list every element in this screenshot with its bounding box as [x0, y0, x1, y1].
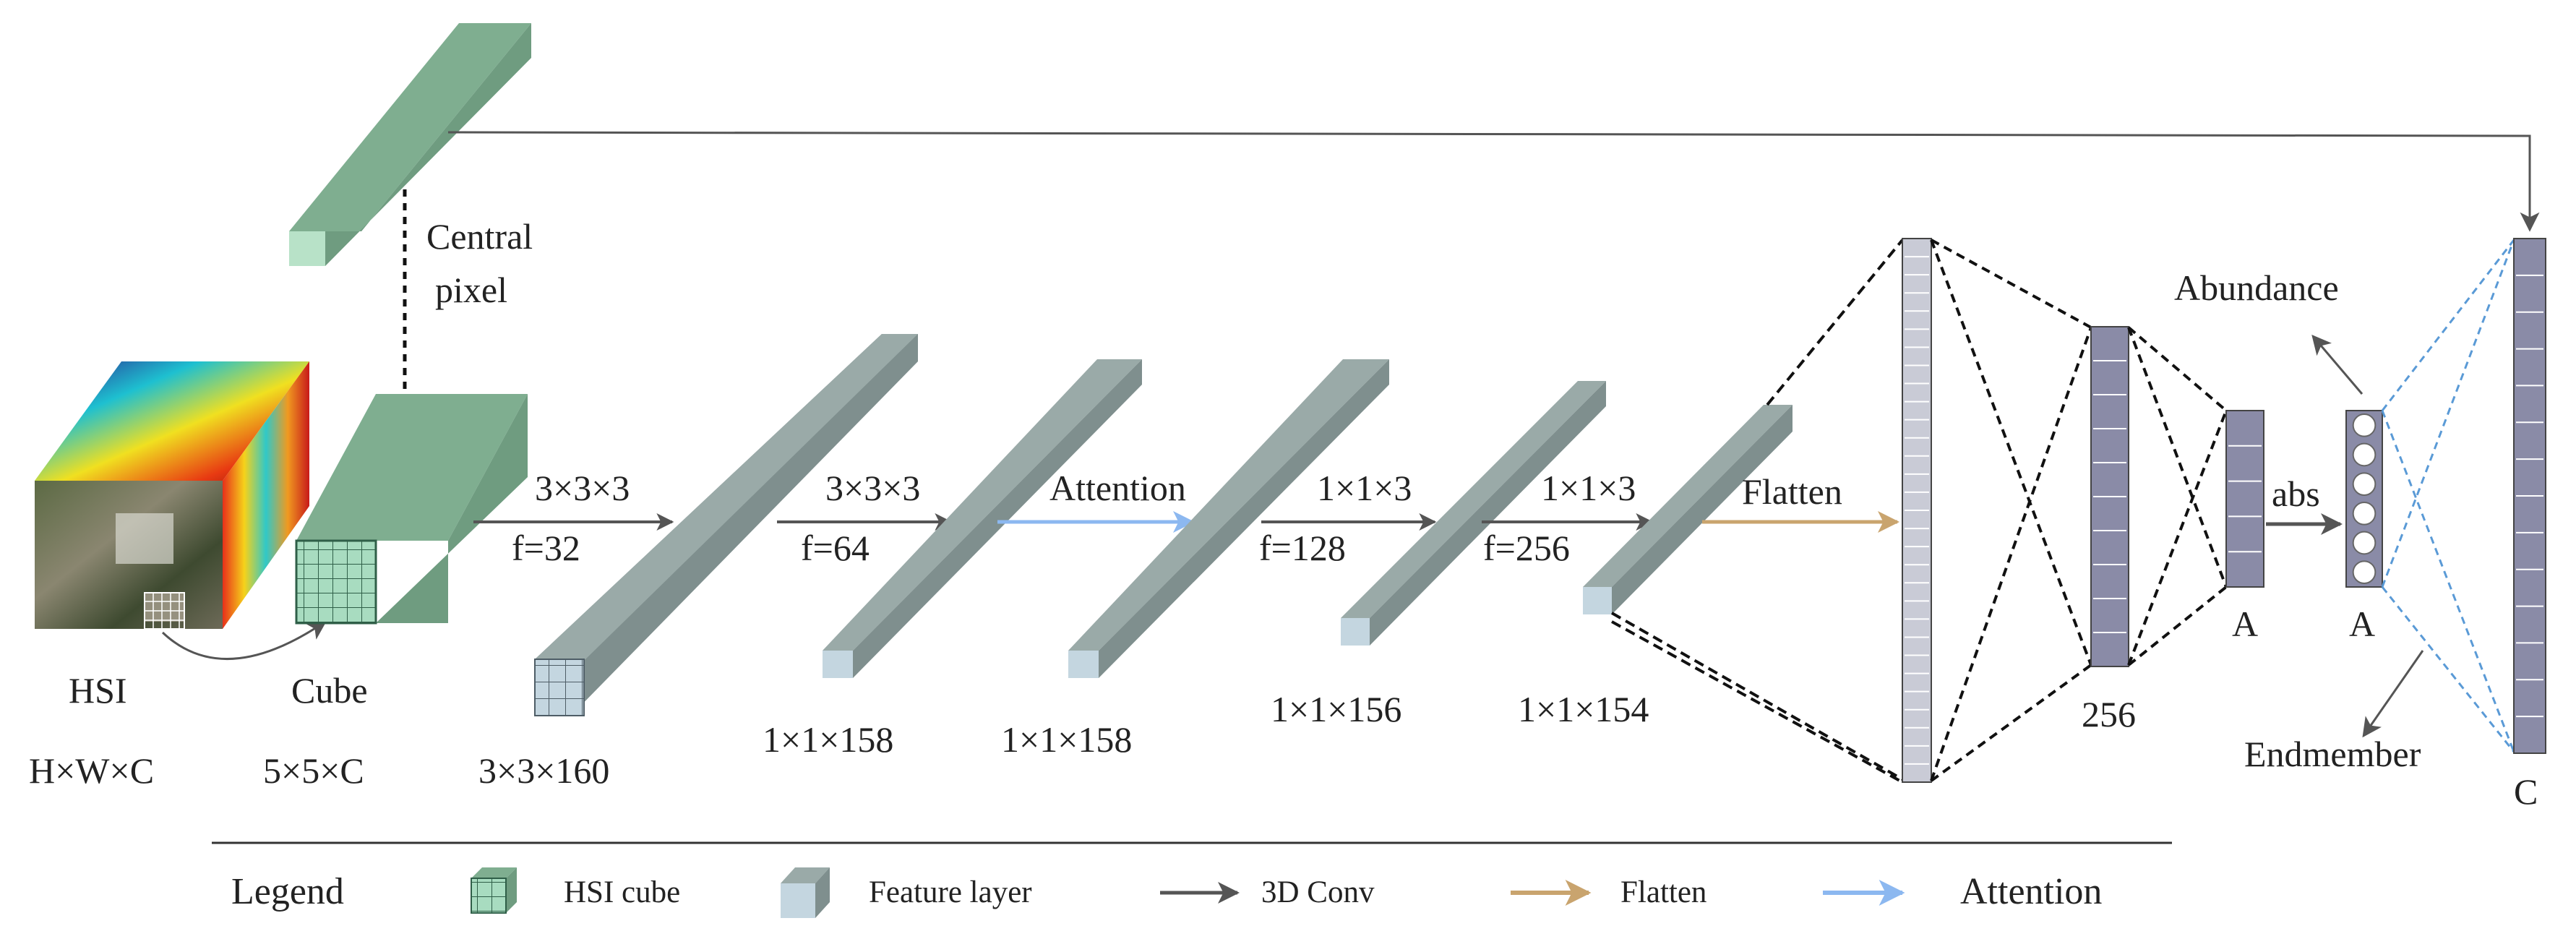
- legend-conv-label: 3D Conv: [1261, 875, 1375, 909]
- conv1-kernel: 3×3×3: [535, 468, 630, 508]
- c-label: C: [2514, 771, 2538, 812]
- conv3-kernel: 1×1×3: [1317, 468, 1412, 508]
- endmember-arrow: [2362, 650, 2424, 738]
- feature-layer-3: [1068, 359, 1389, 678]
- abundance-a-column: [2225, 410, 2264, 588]
- dense-256-label: 256: [2082, 694, 2136, 734]
- dense-256-column: [2090, 326, 2129, 667]
- cube-label: Cube: [291, 670, 368, 711]
- conv4-kernel: 1×1×3: [1541, 468, 1636, 508]
- feature-layer-2: [823, 359, 1142, 678]
- abs-label: abs: [2272, 473, 2320, 514]
- central-pixel-bar: [289, 23, 531, 266]
- pixel-circle-icon: [2352, 502, 2377, 526]
- feature-layer-1: [534, 334, 918, 716]
- a-column-frame: [2225, 410, 2264, 588]
- legend-feature-layer-label: Feature layer: [869, 875, 1032, 909]
- legend-feature-layer-icon: [781, 867, 830, 918]
- conv2-kernel: 3×3×3: [825, 468, 920, 508]
- conv2-filters: f=64: [801, 528, 870, 568]
- hsi-cube: [295, 394, 528, 625]
- hsi-to-cube-arrow: [161, 620, 327, 661]
- hsi-label: HSI: [69, 670, 127, 711]
- abs-a-pixel-column: [2345, 410, 2383, 588]
- central-pixel-connector-line: [447, 131, 2540, 232]
- feature5-to-flatten-dashed-lines: [1611, 239, 1904, 784]
- flatten-to-dense-dashed-lines: [1930, 239, 2092, 782]
- flatten-label: Flatten: [1742, 471, 1842, 512]
- conv4-filters: f=256: [1483, 528, 1570, 568]
- legend-attention-label: Attention: [1960, 871, 2102, 912]
- dense-to-a-dashed-lines: [2127, 326, 2228, 666]
- feature4-dimension: 1×1×156: [1271, 689, 1401, 729]
- flatten-column: [1902, 238, 1932, 783]
- a-label-1: A: [2232, 604, 2258, 644]
- abundance-label: Abundance: [2174, 267, 2339, 308]
- legend-flatten-label: Flatten: [1620, 875, 1706, 909]
- conv1-filters: f=32: [512, 528, 580, 568]
- legend-hsi-cube-label: HSI cube: [564, 875, 680, 909]
- pixel-column-frame: [2345, 410, 2383, 588]
- feature2-dimension: 1×1×158: [763, 719, 893, 760]
- legend-title: Legend: [231, 871, 344, 912]
- pixel-circle-icon: [2352, 472, 2377, 497]
- legend-hsi-cube-icon: [471, 867, 517, 914]
- attention-label: Attention: [1049, 468, 1186, 508]
- a-label-2: A: [2349, 604, 2375, 644]
- feature-layer-5: [1583, 405, 1793, 614]
- central-pixel-label-line2: pixel: [435, 270, 507, 310]
- central-pixel-label-line1: Central: [426, 216, 533, 257]
- cube-dimension: 5×5×C: [263, 750, 364, 791]
- pixel-circle-icon: [2352, 531, 2377, 555]
- decoder-dashed-lines: [2381, 239, 2515, 753]
- pixel-circle-icon: [2352, 413, 2377, 437]
- abundance-arrow: [2311, 334, 2364, 395]
- feature-layer-4: [1341, 381, 1606, 646]
- endmember-label: Endmember: [2244, 734, 2421, 774]
- hyperspectral-image-cube-icon: [35, 361, 309, 630]
- feature1-dimension: 3×3×160: [478, 750, 609, 791]
- pixel-circle-icon: [2352, 442, 2377, 467]
- conv3-filters: f=128: [1259, 528, 1346, 568]
- hsi-dimension: H×W×C: [29, 750, 154, 791]
- feature3-dimension: 1×1×158: [1001, 719, 1132, 760]
- reconstructed-c-column: [2513, 238, 2546, 754]
- pixel-circle-icon: [2352, 560, 2377, 585]
- feature5-dimension: 1×1×154: [1518, 689, 1649, 729]
